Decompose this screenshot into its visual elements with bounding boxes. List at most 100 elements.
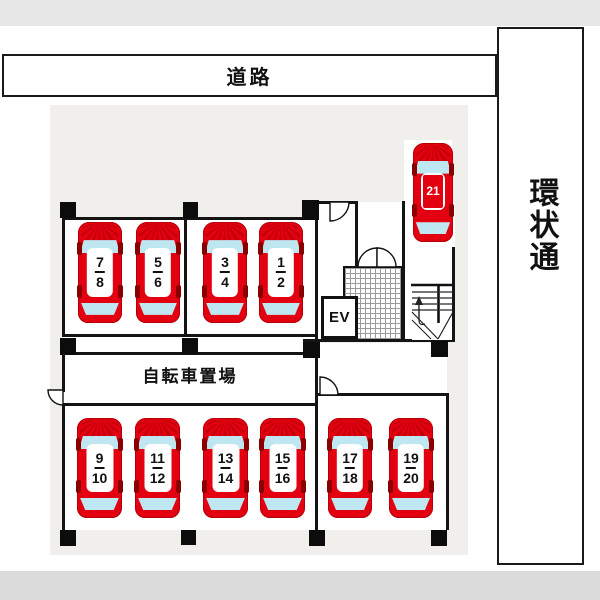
column xyxy=(183,202,198,218)
elevator-box: EV xyxy=(321,296,358,339)
column xyxy=(431,530,447,546)
car-space-19-20: 19 20 xyxy=(388,418,434,518)
car-wheel xyxy=(429,480,434,493)
road-bar: 道路 xyxy=(2,54,497,97)
space-number-bottom: 10 xyxy=(91,470,108,486)
wall xyxy=(303,339,455,342)
car-wheel xyxy=(202,480,207,493)
car-space-7-8: 7 8 xyxy=(77,222,123,323)
car-wheel xyxy=(327,480,332,493)
car-wheel xyxy=(388,438,393,451)
number-divider xyxy=(152,467,163,469)
car-space-21: 21 xyxy=(412,143,454,242)
car-wheel xyxy=(243,242,248,256)
number-divider xyxy=(405,467,416,469)
space-number-top: 17 xyxy=(342,450,358,466)
space-number-bottom: 20 xyxy=(403,470,419,486)
car-wheel xyxy=(429,438,434,451)
space-number-label: 5 6 xyxy=(144,248,172,297)
wall xyxy=(318,393,449,396)
car-wheel xyxy=(77,284,82,298)
bicycle-parking-label: 自転車置場 xyxy=(142,367,238,386)
wall xyxy=(62,352,65,392)
space-number-top: 3 xyxy=(221,254,229,271)
car-wheel xyxy=(118,242,123,256)
number-divider xyxy=(275,271,286,274)
kanjo-dori-bar: 環状通 xyxy=(497,27,584,565)
wall xyxy=(315,220,318,342)
car-wheel xyxy=(134,480,139,493)
number-divider xyxy=(94,467,105,469)
car-hood xyxy=(392,420,430,437)
wall xyxy=(446,393,449,530)
car-wheel xyxy=(449,204,454,218)
car-rear-window xyxy=(392,498,430,510)
car-wheel xyxy=(449,162,454,176)
car-wheel xyxy=(135,242,140,256)
car-rear-window xyxy=(139,302,177,315)
column xyxy=(182,338,198,354)
car-wheel xyxy=(412,162,417,176)
car-space-1-2: 1 2 xyxy=(258,222,304,323)
car-hood xyxy=(206,420,245,437)
column xyxy=(302,200,319,220)
wall xyxy=(184,217,187,337)
space-number-bottom: 8 xyxy=(96,274,104,291)
kanjo-dori-label: 環状通 xyxy=(524,177,558,273)
car-wheel xyxy=(243,284,248,298)
number-divider xyxy=(344,467,355,469)
car-wheel xyxy=(258,242,263,256)
car-hood xyxy=(263,420,302,437)
wall xyxy=(315,358,318,530)
wall xyxy=(452,247,455,342)
car-wheel xyxy=(301,480,306,493)
column xyxy=(60,530,76,546)
space-number-bottom: 16 xyxy=(274,470,291,486)
space-number-label: 3 4 xyxy=(211,248,239,297)
car-wheel xyxy=(176,242,181,256)
space-number-top: 13 xyxy=(217,450,234,466)
car-rear-window xyxy=(206,498,245,510)
car-wheel xyxy=(202,438,207,451)
car-wheel xyxy=(118,284,123,298)
number-divider xyxy=(94,271,105,274)
car-wheel xyxy=(76,480,81,493)
number-divider xyxy=(277,467,288,469)
space-number-top: 7 xyxy=(96,254,104,271)
car-hood xyxy=(415,144,451,162)
car-rear-window xyxy=(415,222,451,235)
elevator-label: EV xyxy=(328,309,350,326)
wall xyxy=(318,201,358,204)
car-rear-window xyxy=(263,498,302,510)
car-wheel xyxy=(299,242,304,256)
car-hood xyxy=(138,420,177,437)
column xyxy=(60,338,76,355)
space-number-top: 19 xyxy=(403,450,419,466)
space-number-bottom: 2 xyxy=(277,274,285,291)
column xyxy=(309,530,325,546)
car-hood xyxy=(80,420,119,437)
wall xyxy=(62,403,318,406)
column xyxy=(303,342,320,358)
car-wheel xyxy=(412,204,417,218)
car-wheel xyxy=(368,438,373,451)
car-wheel xyxy=(176,284,181,298)
space-number-label: 7 8 xyxy=(86,248,114,297)
car-rear-window xyxy=(81,302,119,315)
car-wheel xyxy=(135,284,140,298)
car-hood xyxy=(206,224,244,242)
car-wheel xyxy=(258,284,263,298)
space-number-label: 19 20 xyxy=(397,444,425,492)
car-wheel xyxy=(259,480,264,493)
car-wheel xyxy=(134,438,139,451)
space-number-top: 9 xyxy=(95,450,104,466)
top-gray-band xyxy=(0,0,600,26)
car-wheel xyxy=(388,480,393,493)
space-number-label: 17 18 xyxy=(336,444,364,492)
space-number-label: 21 xyxy=(421,172,445,211)
space-number-bottom: 12 xyxy=(149,470,166,486)
car-hood xyxy=(331,420,369,437)
car-rear-window xyxy=(138,498,177,510)
car-wheel xyxy=(244,480,249,493)
space-number-bottom: 18 xyxy=(342,470,358,486)
